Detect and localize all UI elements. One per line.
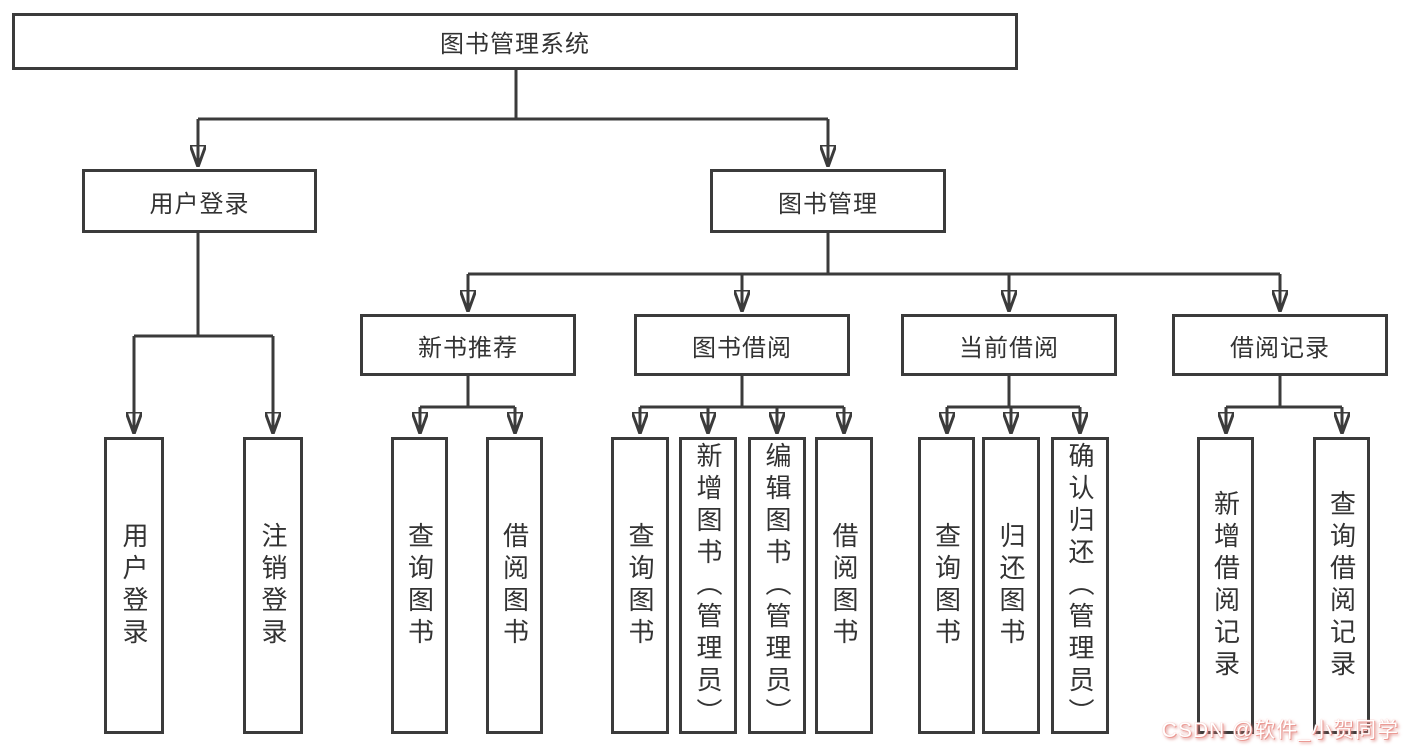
leaf-current-query-books: 查询图书 bbox=[918, 437, 975, 734]
leaf-borrow-borrow-books: 借阅图书 bbox=[815, 437, 873, 734]
connector-new-book-recommend-to-leaves bbox=[420, 376, 515, 433]
node-new-book-recommend: 新书推荐 bbox=[360, 314, 576, 376]
connector-user-login-to-leaves bbox=[134, 233, 273, 433]
leaf-records-add-record: 新增借阅记录 bbox=[1197, 437, 1254, 734]
connector-book-management-to-level3 bbox=[468, 233, 1280, 311]
connector-book-borrow-to-leaves bbox=[640, 376, 844, 433]
leaf-records-query-record: 查询借阅记录 bbox=[1313, 437, 1370, 734]
leaf-borrow-query-books: 查询图书 bbox=[611, 437, 669, 734]
connector-root-to-level2 bbox=[198, 70, 828, 166]
leaf-borrow-add-books-admin: 新增图书（管理员） bbox=[679, 437, 737, 734]
node-book-borrow: 图书借阅 bbox=[634, 314, 850, 376]
leaf-recommend-borrow-books: 借阅图书 bbox=[486, 437, 543, 734]
connector-borrow-records-to-leaves bbox=[1226, 376, 1342, 433]
leaf-current-return-books: 归还图书 bbox=[982, 437, 1040, 734]
connector-current-borrow-to-leaves bbox=[947, 376, 1080, 433]
leaf-recommend-query-books: 查询图书 bbox=[391, 437, 448, 734]
leaf-current-confirm-return-admin: 确认归还（管理员） bbox=[1051, 437, 1109, 734]
node-current-borrow: 当前借阅 bbox=[901, 314, 1117, 376]
leaf-borrow-edit-books-admin: 编辑图书（管理员） bbox=[748, 437, 806, 734]
node-user-login: 用户登录 bbox=[82, 169, 317, 233]
csdn-watermark: CSDN @软件_小贺同学 bbox=[1161, 719, 1399, 742]
leaf-user-login: 用户登录 bbox=[104, 437, 164, 734]
node-root-library-system: 图书管理系统 bbox=[12, 13, 1018, 70]
node-borrow-records: 借阅记录 bbox=[1172, 314, 1388, 376]
leaf-logout: 注销登录 bbox=[243, 437, 303, 734]
node-book-management: 图书管理 bbox=[710, 169, 946, 233]
